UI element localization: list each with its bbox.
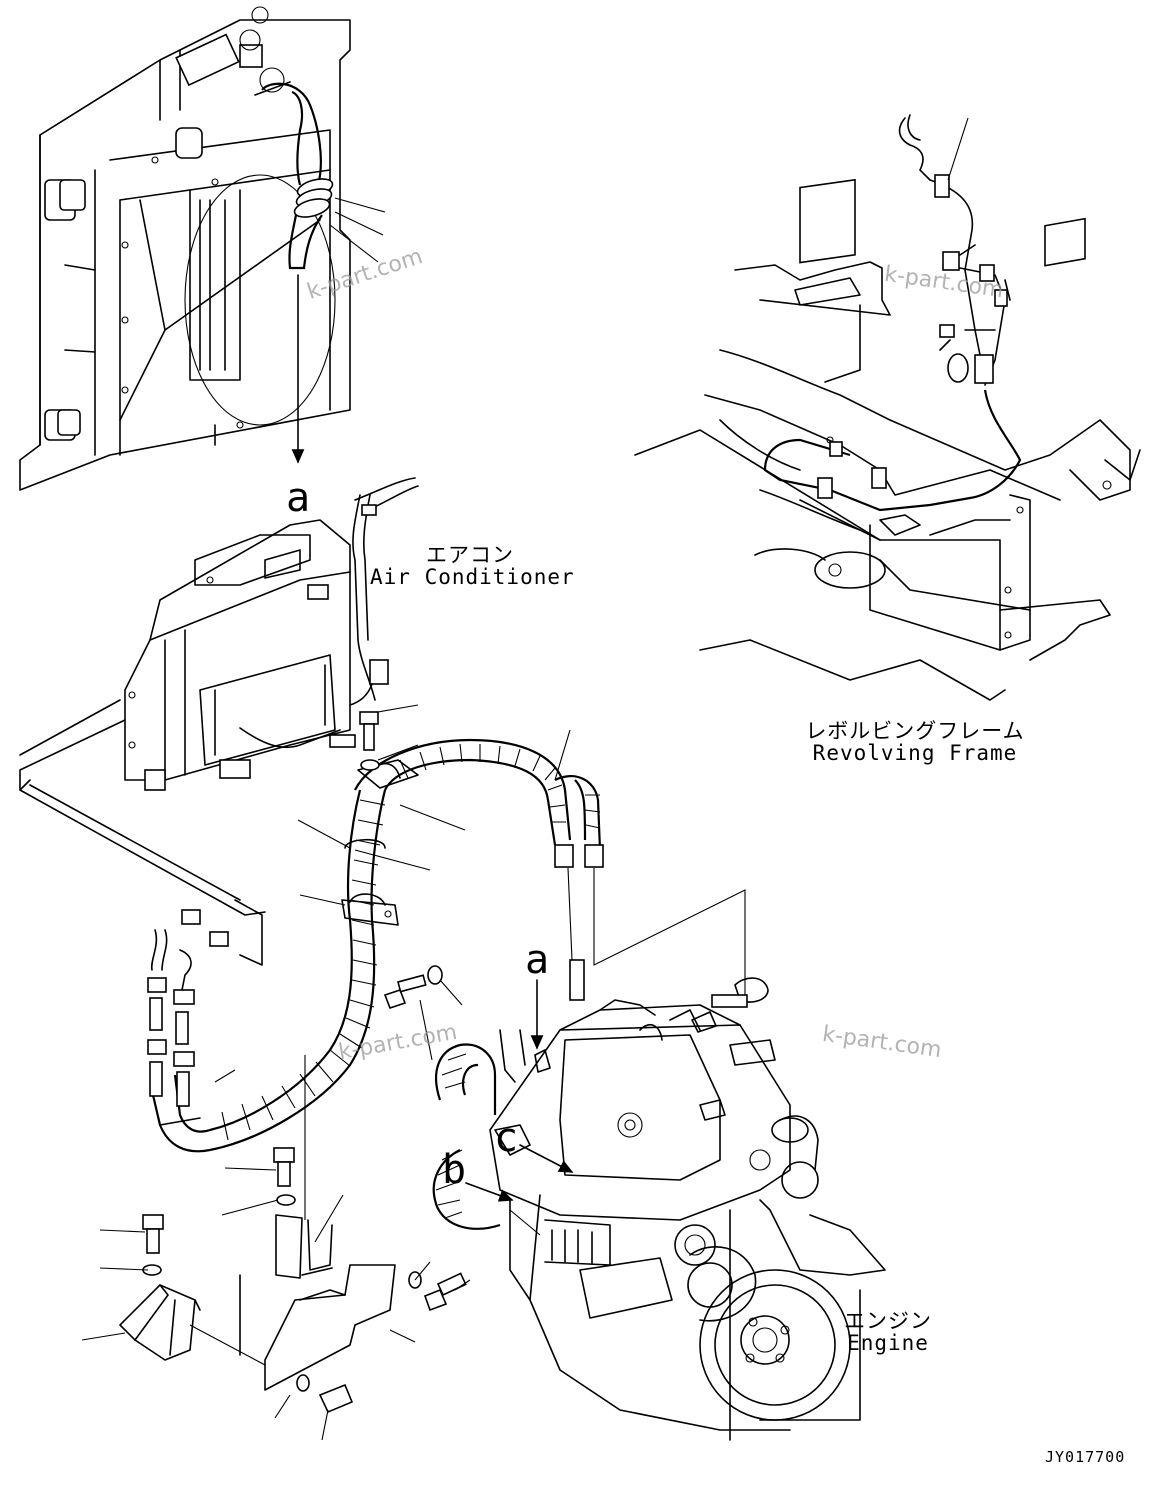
drawing-code: JY017700 bbox=[1045, 1448, 1126, 1466]
engine-assembly bbox=[432, 979, 886, 1441]
right-arrow-icon bbox=[465, 1182, 514, 1202]
air-conditioner-caption: エアコン Air Conditioner bbox=[370, 543, 575, 590]
callout-leader-lines bbox=[81, 704, 571, 1441]
engine-caption: エンジン Engine bbox=[838, 1310, 938, 1354]
radiator-assembly bbox=[19, 6, 386, 491]
revolving-frame-caption: レボルビングフレーム Revolving Frame bbox=[805, 720, 1025, 764]
revolving-frame-label-en: Revolving Frame bbox=[812, 741, 1018, 766]
revolving-frame-assembly bbox=[634, 114, 1141, 701]
revolving-frame-label-ja: レボルビングフレーム bbox=[805, 719, 1025, 743]
callout-b: b bbox=[442, 1147, 467, 1193]
callout-a-top: a bbox=[286, 475, 311, 521]
right-arrow-icon bbox=[519, 1144, 574, 1173]
callout-c: c bbox=[494, 1115, 519, 1161]
air-conditioner-label-en: Air Conditioner bbox=[370, 565, 575, 590]
air-conditioner-unit bbox=[19, 477, 419, 916]
callout-a-engine: a bbox=[525, 937, 550, 983]
engine-label-en: Engine bbox=[847, 1331, 929, 1356]
engine-label-ja: エンジン bbox=[844, 1309, 932, 1333]
air-conditioner-label-ja: エアコン bbox=[426, 543, 514, 567]
hose-fittings-left bbox=[147, 909, 229, 1107]
heater-hose-assembly bbox=[147, 711, 769, 1220]
mounting-brackets bbox=[119, 1147, 467, 1414]
